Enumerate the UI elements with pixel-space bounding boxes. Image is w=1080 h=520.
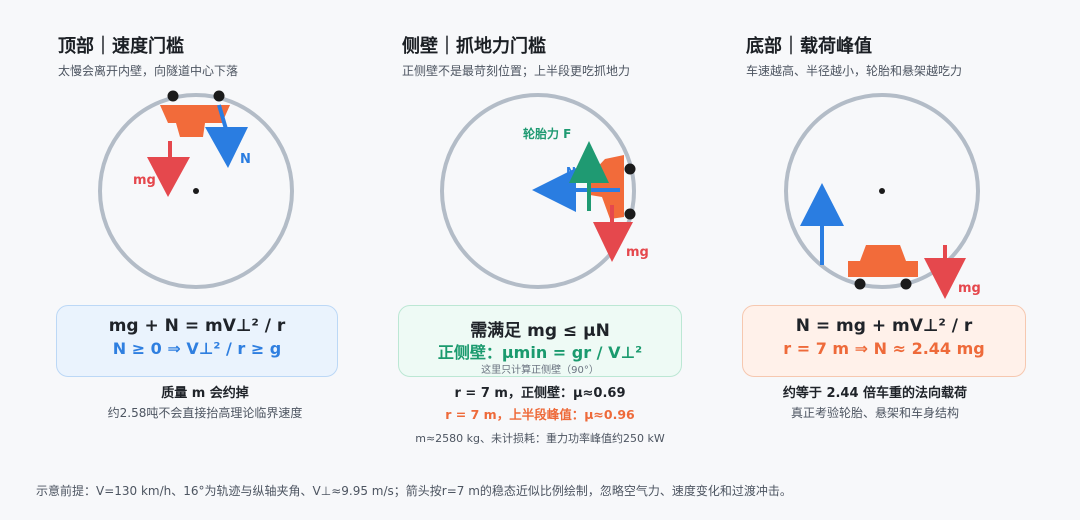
tunnel-center <box>879 188 885 194</box>
note-secondary: 约2.58吨不会直接抬高理论临界速度 <box>107 406 303 420</box>
bottom-diagram: mg <box>784 93 981 299</box>
side-diagram: N 轮胎力 F mg <box>440 93 649 289</box>
tunnel-center <box>193 188 199 194</box>
wheel-left <box>167 90 179 102</box>
note-primary: 质量 m 会约掉 <box>161 386 249 401</box>
normal-force-label: N <box>566 165 576 179</box>
wheel-lower <box>624 208 636 220</box>
wheel-upper <box>624 163 636 175</box>
formula-main: N = mg + mV⊥² / r <box>795 316 973 336</box>
gravity-label: mg <box>958 281 981 296</box>
note-secondary: r = 7 m，上半段峰值：μ≈0.96 <box>445 407 635 422</box>
gravity-arrow <box>147 141 190 197</box>
footnote: 示意前提：V=130 km/h、16°为轨迹与纵轴夹角、V⊥≈9.95 m/s；… <box>36 484 792 498</box>
formula-main: 需满足 mg ≤ μN <box>470 321 610 341</box>
panel-subtitle: 车速越高、半径越小，轮胎和悬架越吃力 <box>746 64 963 78</box>
panel-title: 顶部｜速度门槛 <box>58 36 184 57</box>
gravity-label: mg <box>626 245 649 260</box>
normal-force-arrow <box>205 104 248 168</box>
gravity-arrow <box>593 205 633 262</box>
formula-box: mg + N = mV⊥² / r N ≥ 0 ⇒ V⊥² / r ≥ g <box>56 305 338 377</box>
formula-condition: 正侧壁：μmin = gr / V⊥² <box>437 343 643 362</box>
wheel-right <box>900 278 912 290</box>
formula-condition: N ≥ 0 ⇒ V⊥² / r ≥ g <box>112 339 282 358</box>
tunnel-ring <box>440 93 636 289</box>
formula-box: 需满足 mg ≤ μN 正侧壁：μmin = gr / V⊥² 这里只计算正侧壁… <box>398 305 682 377</box>
note-primary: 约等于 2.44 倍车重的法向载荷 <box>782 386 968 401</box>
tire-force-arrow <box>569 141 609 211</box>
panel-top: 顶部｜速度门槛 太慢会离开内壁，向隧道中心下落 N mg mg + N = mV… <box>0 0 360 470</box>
note-primary: r = 7 m，正侧壁：μ≈0.69 <box>454 386 626 401</box>
top-diagram: N mg <box>98 90 294 289</box>
panel-subtitle: 正侧壁不是最苛刻位置；上半段更吃抓地力 <box>402 64 631 78</box>
normal-force-label: N <box>240 152 251 167</box>
tunnel-ring <box>784 93 980 289</box>
gravity-arrow <box>924 245 966 299</box>
tunnel-ring <box>98 93 294 289</box>
note-secondary: 真正考验轮胎、悬架和车身结构 <box>790 406 959 420</box>
formula-box: N = mg + mV⊥² / r r = 7 m ⇒ N ≈ 2.44 mg <box>742 305 1026 377</box>
car-body <box>160 105 230 137</box>
panel-title: 底部｜载荷峰值 <box>746 36 872 57</box>
wheel-left <box>854 278 866 290</box>
formula-main: mg + N = mV⊥² / r <box>108 316 286 336</box>
panel-title: 侧壁｜抓地力门槛 <box>402 36 546 57</box>
wheel-right <box>213 90 225 102</box>
normal-force-arrow <box>532 168 620 212</box>
panel-side: 侧壁｜抓地力门槛 正侧壁不是最苛刻位置；上半段更吃抓地力 N 轮胎力 F mg … <box>360 0 720 470</box>
normal-force-arrow <box>800 183 844 265</box>
gravity-label: mg <box>133 173 156 188</box>
formula-condition: r = 7 m ⇒ N ≈ 2.44 mg <box>783 339 985 358</box>
car-body <box>848 245 918 277</box>
formula-footnote: 这里只计算正侧壁（90°） <box>481 365 599 376</box>
panel-bottom: 底部｜载荷峰值 车速越高、半径越小，轮胎和悬架越吃力 mg N = mg + m… <box>720 0 1080 470</box>
tire-force-label: 轮胎力 F <box>523 126 571 141</box>
note-tertiary: m≈2580 kg、未计损耗：重力功率峰值约250 kW <box>415 432 665 445</box>
panel-subtitle: 太慢会离开内壁，向隧道中心下落 <box>58 64 239 78</box>
